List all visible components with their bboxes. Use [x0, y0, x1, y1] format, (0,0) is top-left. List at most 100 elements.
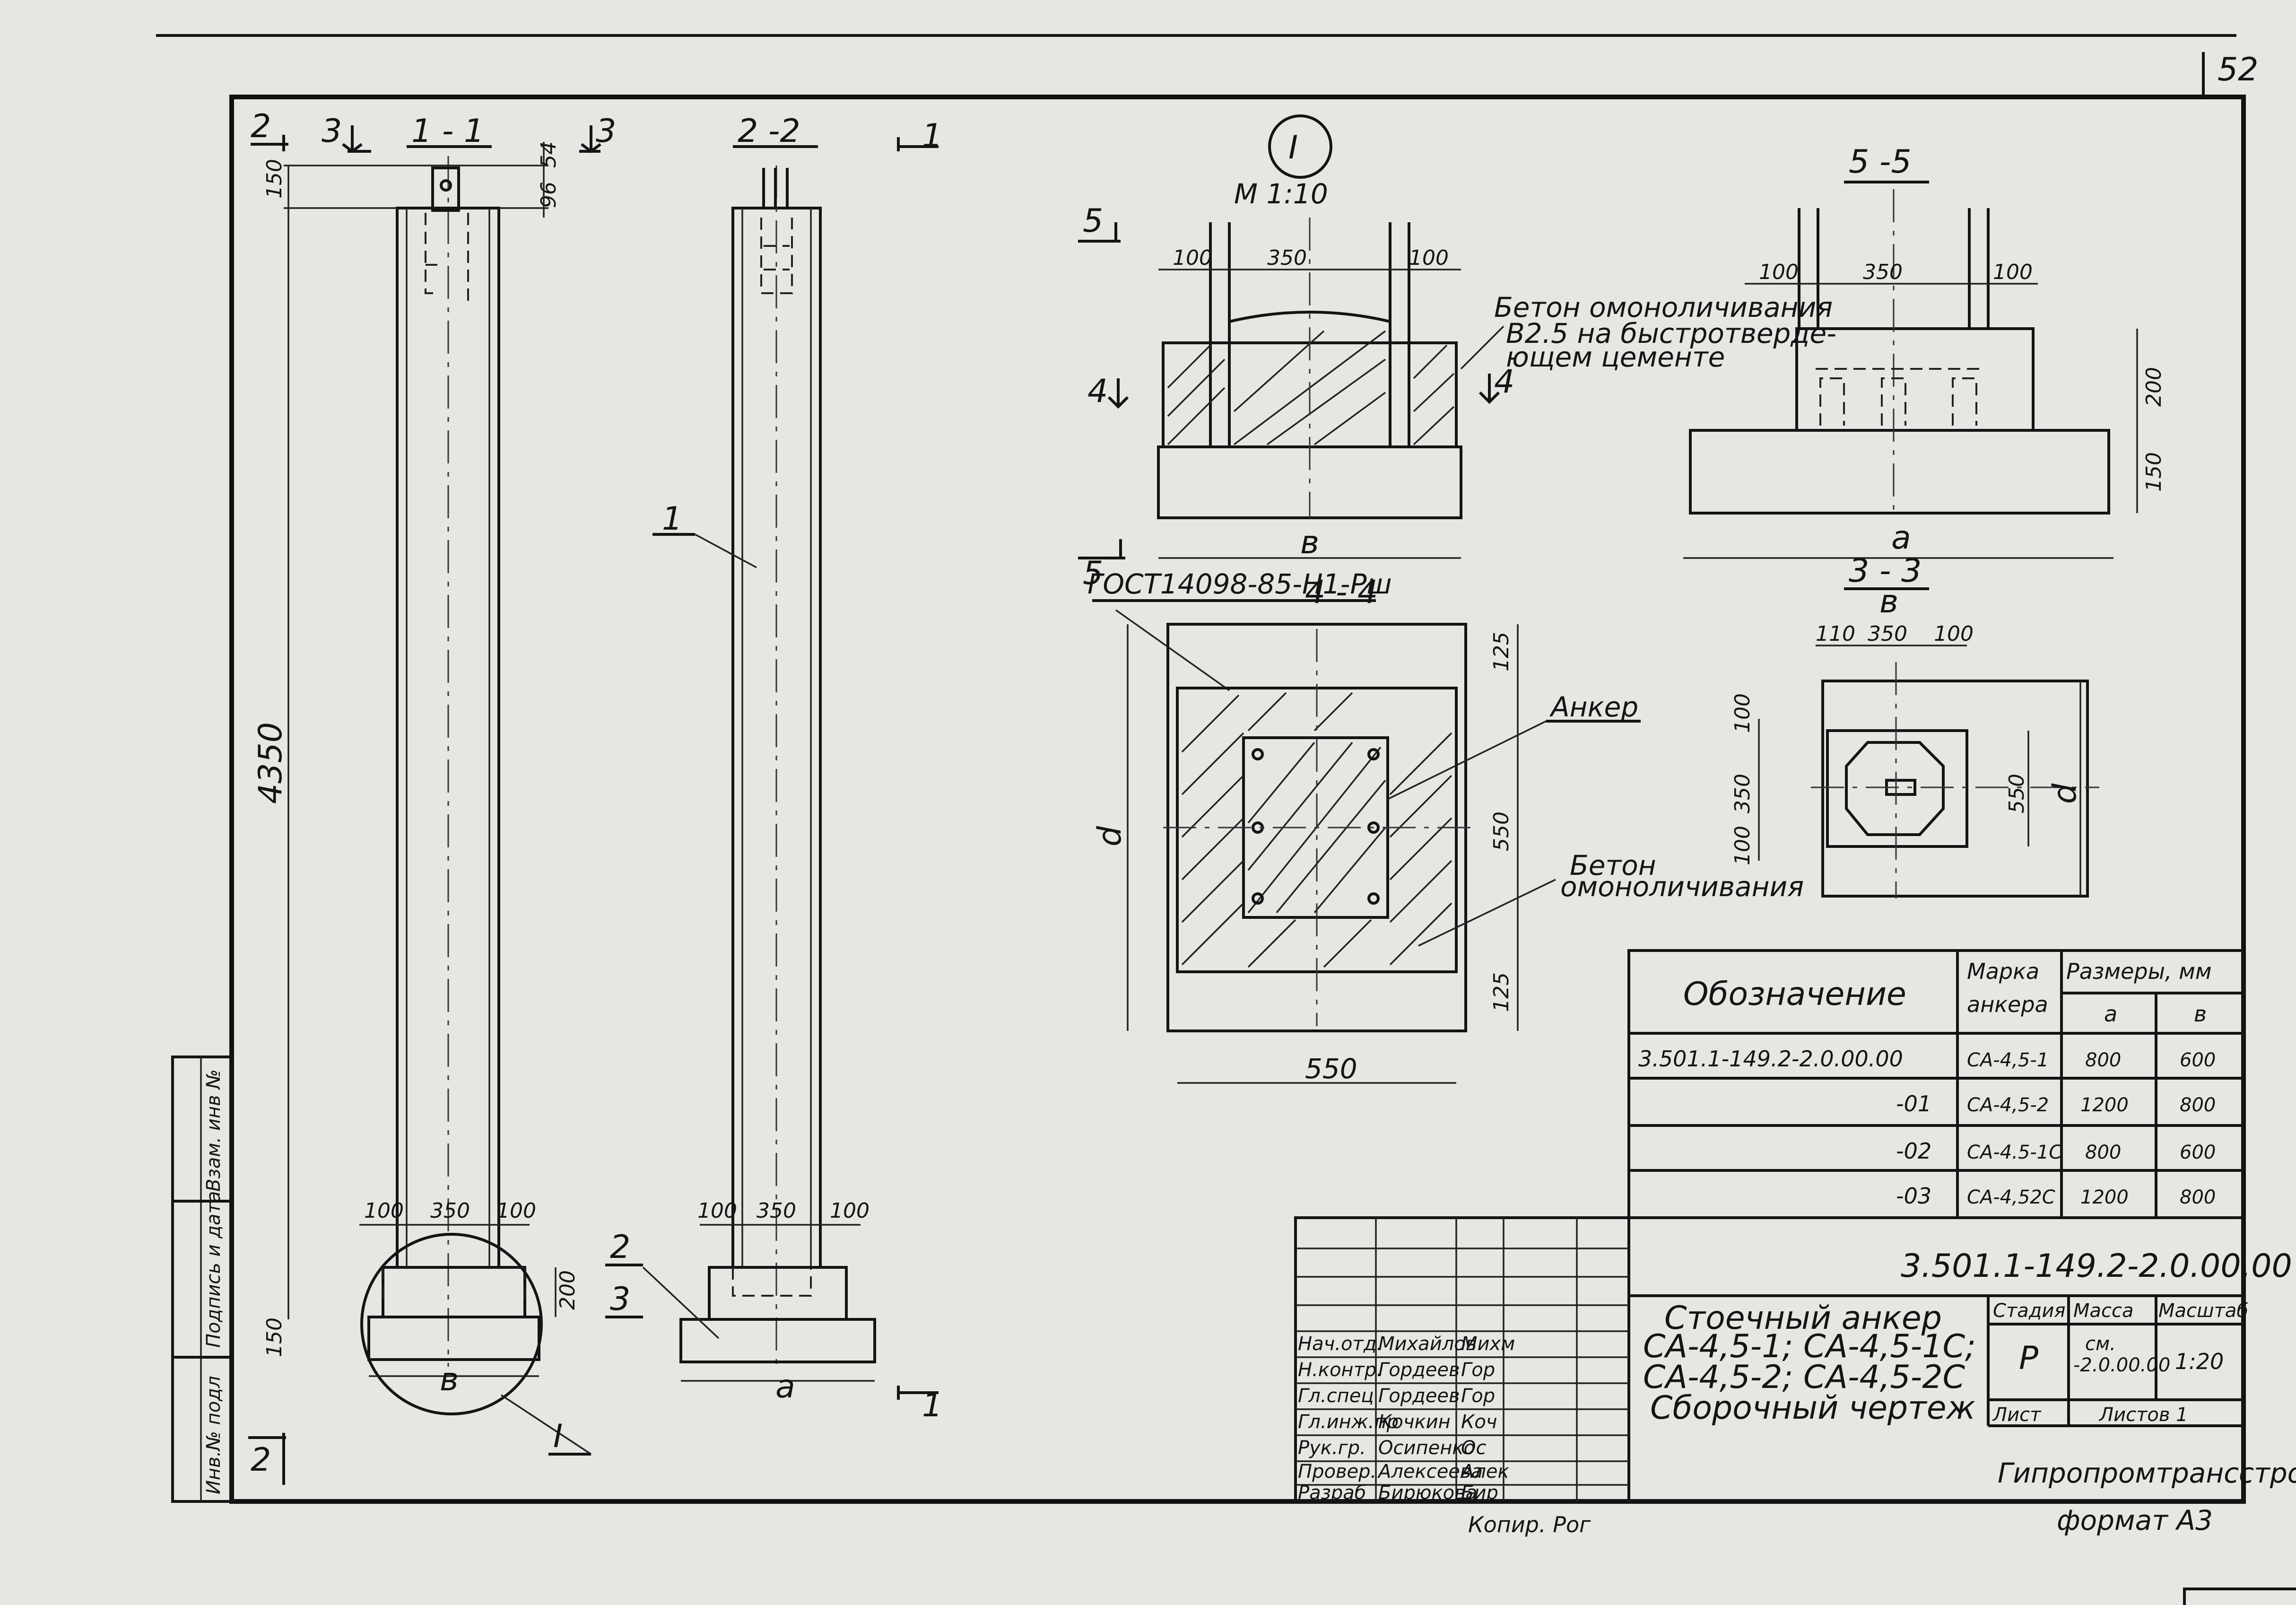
row3-a: 1200 [2080, 1186, 2129, 1208]
view-2-2: 2 -2 1 100 350 100 а 1 1 2 3 [605, 113, 942, 1424]
hdr-sizes: Размеры, мм [2066, 959, 2212, 984]
dim-110-33: 110 [1816, 622, 1855, 646]
dim-350-a: 350 [430, 1199, 470, 1223]
cut-mark-5-bottom: 5 [1083, 555, 1103, 592]
signer2-role: Гл.спец [1298, 1385, 1374, 1407]
cut-mark-2-bottom: 2 [251, 1441, 271, 1479]
mass-value-2: -2.0.00.00 [2073, 1354, 2170, 1376]
view-3-3: 3 - 3 в 110 350 100 100 350 100 550 d [1731, 552, 2099, 898]
detail-I: I М 1:10 5 4 4 100 350 100 в 5 Бетон о [1078, 114, 1836, 592]
dim-b-base: в [440, 1361, 459, 1398]
title-line-1: Стоечный анкер [1664, 1300, 1942, 1337]
dim-350-33-side: 350 [1731, 774, 1755, 813]
signer5-sig: Алек [1460, 1461, 1509, 1483]
mass-label: Масса [2073, 1300, 2134, 1322]
dim-100-d: 100 [830, 1199, 870, 1223]
dim-100-e: 100 [1173, 246, 1212, 270]
stage-value: Р [2019, 1340, 2038, 1377]
mass-value-1: см. [2085, 1333, 2116, 1355]
row1-mark: СА-4,5-2 [1967, 1094, 2049, 1116]
view-4-4-title: 4 - 4 [1305, 574, 1378, 611]
row2-designation: -02 [1896, 1138, 1931, 1164]
signer3-sig: Коч [1461, 1411, 1497, 1433]
view-1-1-title: 1 - 1 [411, 113, 484, 150]
row3-mark: СА-4,52С [1967, 1186, 2055, 1208]
view-1-1: 1 - 1 2 3 3 150 4350 54 96 I [248, 108, 616, 1485]
scale-value: 1:20 [2175, 1349, 2224, 1374]
dim-100-33-top: 100 [1731, 693, 1755, 733]
row0-mark: СА-4,5-1 [1967, 1049, 2049, 1071]
cut-mark-5-top: 5 [1083, 202, 1103, 240]
dim-100-h: 100 [1993, 260, 2033, 284]
scale-label: Масштаб [2158, 1300, 2248, 1322]
stage-label: Стадия [1993, 1300, 2065, 1322]
hdr-mark-2: анкера [1967, 992, 2048, 1017]
doc-code: 3.501.1-149.2-2.0.00.00 СБ [1901, 1247, 2296, 1285]
signer6-role: Разраб [1298, 1482, 1366, 1504]
hdr-mark-1: Марка [1967, 959, 2039, 984]
detail-ref-I: I [553, 1418, 563, 1455]
cut-mark-2-top: 2 [251, 108, 271, 145]
dim-550-33: 550 [2005, 774, 2029, 813]
signer4-sig: Ос [1461, 1437, 1486, 1459]
stamp-signature-date: Подпись и дата [203, 1191, 225, 1348]
signer6-sig: Бир [1461, 1482, 1498, 1504]
row2-mark: СА-4.5-1С [1967, 1142, 2062, 1163]
dim-200-55: 200 [2142, 367, 2166, 407]
dim-100-g: 100 [1759, 260, 1799, 284]
side-stamps: Взам. инв № Подпись и дата Инв.№ подл [171, 1055, 233, 1503]
hdr-designation: Обозначение [1683, 976, 1906, 1013]
stamp-inv-original: Инв.№ подл [203, 1376, 225, 1494]
title-block: 3.501.1-149.2-2.0.00.00 СБ Нач.отд. Миха… [1294, 1216, 2296, 1504]
dim-100-c: 100 [697, 1199, 737, 1223]
row2-a: 800 [2085, 1142, 2121, 1163]
signer2-name: Гордеев [1378, 1385, 1460, 1407]
dim-550-bottom: 550 [1305, 1053, 1357, 1085]
dim-96: 96 [537, 182, 561, 208]
dim-100-a: 100 [364, 1199, 404, 1223]
dim-350-d: 350 [1863, 260, 1903, 284]
dim-d-33: d [2046, 783, 2084, 804]
row3-b: 800 [2180, 1186, 2216, 1208]
signer3-name: Кочкин [1378, 1411, 1451, 1433]
page-number: 52 [2218, 51, 2259, 88]
dim-100-33-bottom: 100 [1731, 826, 1755, 865]
view-3-3-title: 3 - 3 [1849, 552, 1922, 590]
row0-a: 800 [2085, 1049, 2121, 1071]
spec-table: Обозначение Марка анкера Размеры, мм а в… [1627, 949, 2245, 1219]
dim-b-detail: в [1300, 524, 1319, 561]
cut-mark-4-left: 4 [1087, 373, 1108, 410]
dim-b-33: в [1879, 583, 1898, 620]
hdr-b: в [2194, 1001, 2207, 1027]
anchor-label: Анкер [1549, 691, 1638, 723]
detail-scale: М 1:10 [1234, 178, 1328, 210]
cut-mark-3-left: 3 [322, 113, 342, 150]
dim-a-55: а [1891, 519, 1911, 557]
view-5-5-title: 5 -5 [1849, 143, 1912, 181]
dim-125-bottom: 125 [1489, 972, 1513, 1012]
dim-150-base: 150 [262, 1317, 287, 1357]
dim-54: 54 [537, 141, 561, 168]
signer5-role: Провер. [1298, 1461, 1376, 1483]
dim-350-33: 350 [1868, 622, 1907, 646]
sheets-label: Листов 1 [2098, 1404, 2188, 1426]
hdr-a: а [2104, 1001, 2117, 1027]
signer1-sig: Гор [1461, 1359, 1495, 1381]
stamp-replace-inv: Взам. инв № [203, 1069, 225, 1192]
dim-350-b: 350 [757, 1199, 796, 1223]
title-line-3: СА-4,5-2; СА-4,5-2С [1643, 1359, 1965, 1396]
signer2-sig: Гор [1461, 1385, 1495, 1407]
signer4-name: Осипенко [1378, 1437, 1475, 1459]
signer6-name: Бирюкова [1378, 1482, 1477, 1504]
row0-designation: 3.501.1-149.2-2.0.00.00 [1638, 1046, 1903, 1072]
signer1-name: Гордеев [1378, 1359, 1460, 1381]
signer0-sig: Михм [1461, 1333, 1515, 1355]
callout-pos1: 1 [662, 500, 682, 538]
title-line-2: СА-4,5-1; СА-4,5-1С; [1643, 1328, 1976, 1365]
signer0-role: Нач.отд. [1298, 1333, 1383, 1355]
callout-pos3: 3 [610, 1281, 630, 1318]
concrete2-line1: Бетон [1570, 849, 1656, 881]
org-name: Гипропромтрансстрой [1998, 1457, 2296, 1489]
row0-b: 600 [2180, 1049, 2216, 1071]
